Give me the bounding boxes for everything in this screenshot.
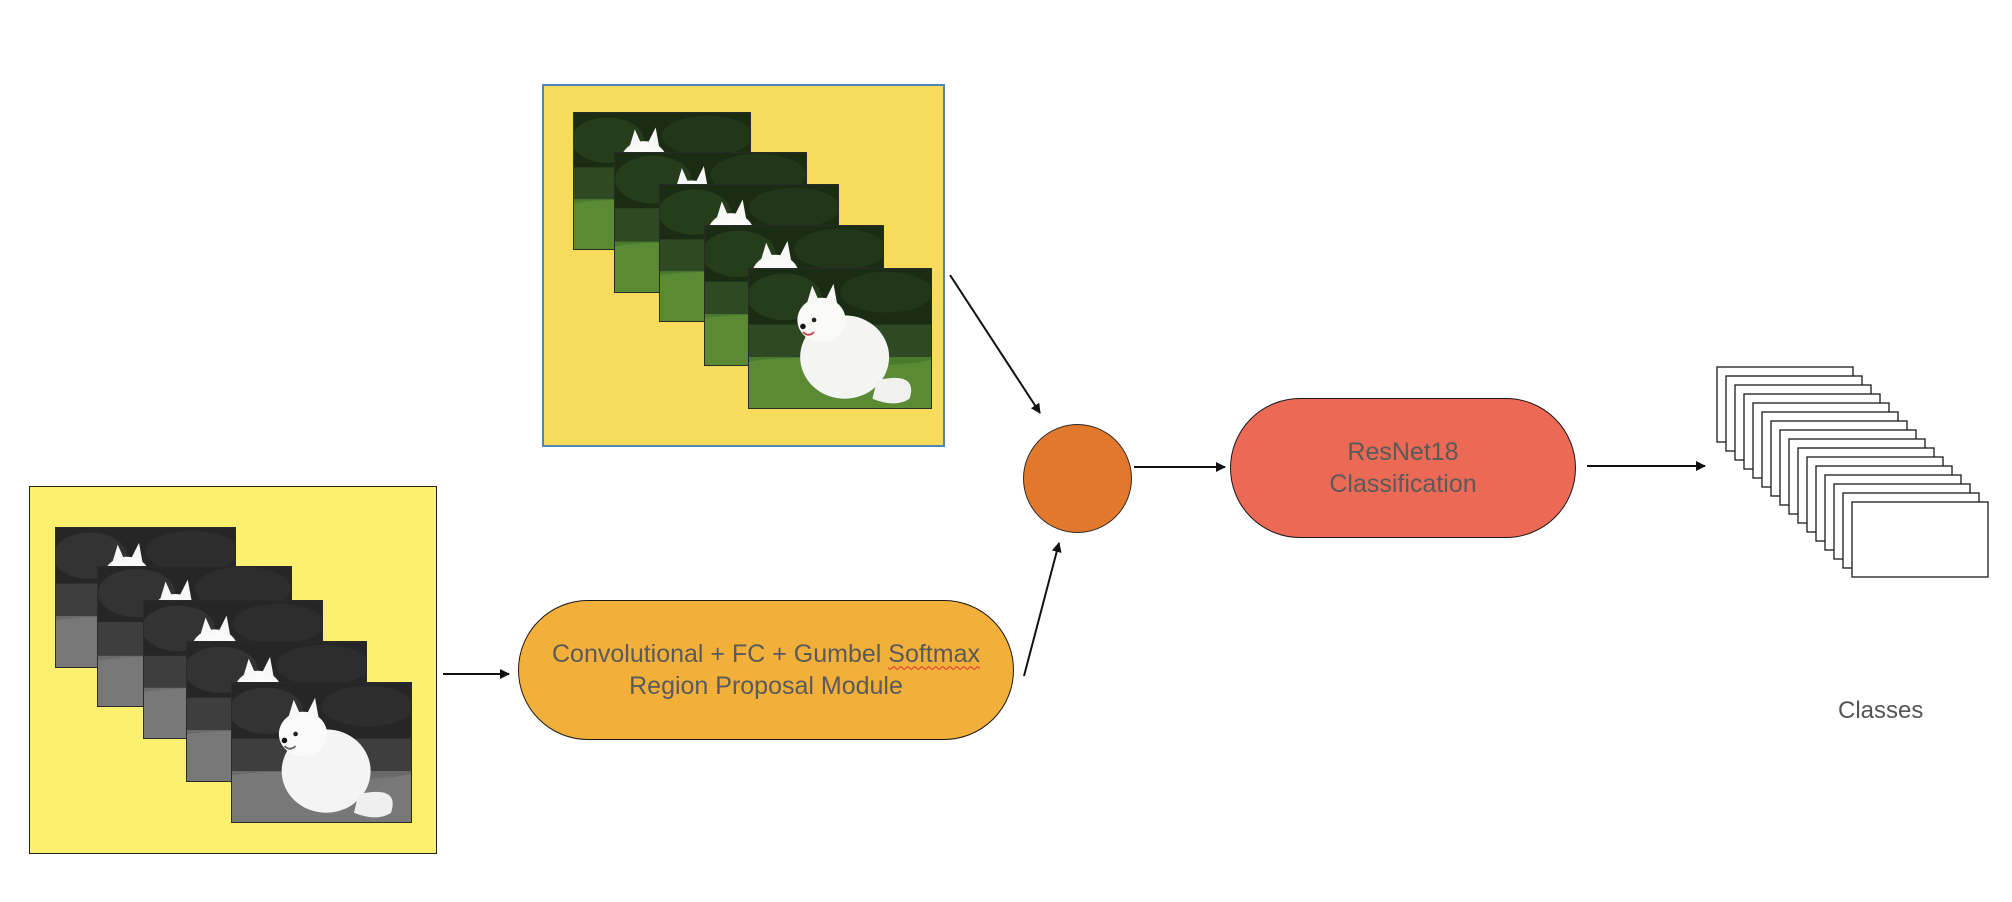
grayscale-crops-panel (29, 486, 437, 854)
grayscale-dog-crop (231, 682, 412, 823)
classifier-title: ResNet18 (1347, 437, 1459, 466)
arrow-region-to-fusion (1023, 542, 1062, 677)
region-proposal-module: Convolutional + FC + Gumbel Softmax Regi… (518, 600, 1014, 740)
classifier-subtitle: Classification (1329, 470, 1477, 498)
region-proposal-line2: Region Proposal Module (629, 672, 903, 700)
arrow-color-to-fusion (949, 274, 1041, 414)
class-outputs-stack (1716, 366, 1989, 578)
softmax-word: Softmax (888, 639, 980, 668)
color-crops-panel (542, 84, 945, 447)
classes-label: Classes (1838, 697, 1924, 724)
color-dog-crop (748, 268, 932, 409)
region-proposal-line1: Convolutional + FC + Gumbel Softmax (552, 638, 980, 671)
fusion-node (1023, 424, 1132, 533)
region-proposal-title-text: Convolutional + FC + Gumbel (552, 639, 889, 668)
resnet18-classification-module: ResNet18 Classification (1230, 398, 1576, 538)
